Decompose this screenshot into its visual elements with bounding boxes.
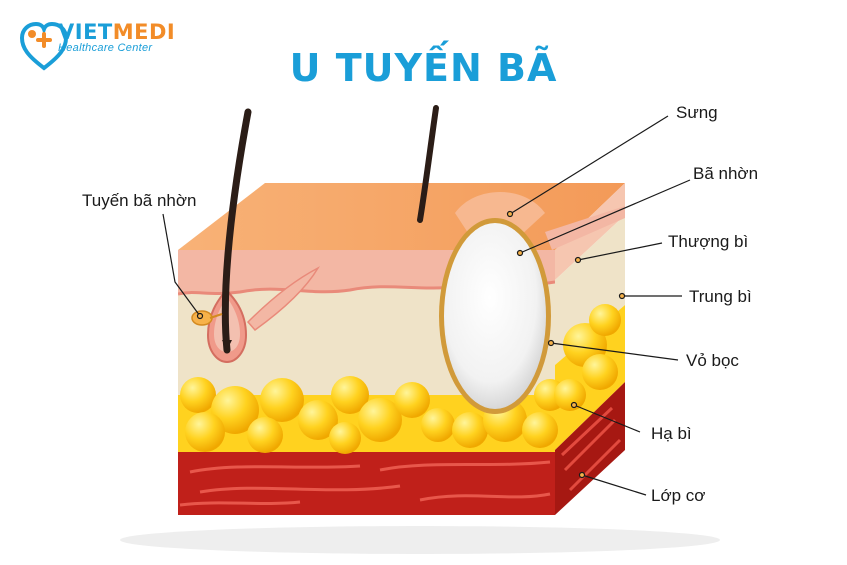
leader-lines bbox=[162, 115, 691, 496]
label-sebaceous-gland: Tuyến bã nhờn bbox=[82, 191, 197, 210]
label-muscle-layer: Lớp cơ bbox=[651, 486, 706, 505]
heart-cross-icon bbox=[19, 21, 69, 71]
muscle-layer bbox=[178, 452, 555, 515]
label-sebum: Bã nhờn bbox=[693, 164, 759, 183]
drop-shadow bbox=[120, 526, 720, 554]
logo-brand: VIETMEDI bbox=[58, 20, 176, 44]
vietmedi-logo bbox=[18, 18, 218, 74]
sebaceous-cyst bbox=[439, 218, 551, 414]
label-dermis: Trung bì bbox=[689, 287, 752, 306]
logo-subtitle: Healthcare Center bbox=[58, 42, 153, 54]
hair-strand bbox=[417, 105, 439, 223]
cyst-sebum bbox=[444, 223, 546, 409]
muscle-fibers bbox=[179, 460, 551, 507]
page-title: U TUYẾN BÃ bbox=[289, 46, 558, 90]
logo-text: VIETMEDI Healthcare Center bbox=[58, 20, 175, 54]
label-swelling: Sưng bbox=[676, 103, 718, 122]
label-capsule: Vỏ bọc bbox=[686, 351, 739, 370]
hair-follicle bbox=[206, 108, 252, 364]
arrector-muscle bbox=[246, 266, 320, 332]
label-hypodermis: Hạ bì bbox=[651, 424, 692, 443]
label-epidermis: Thượng bì bbox=[668, 232, 749, 251]
